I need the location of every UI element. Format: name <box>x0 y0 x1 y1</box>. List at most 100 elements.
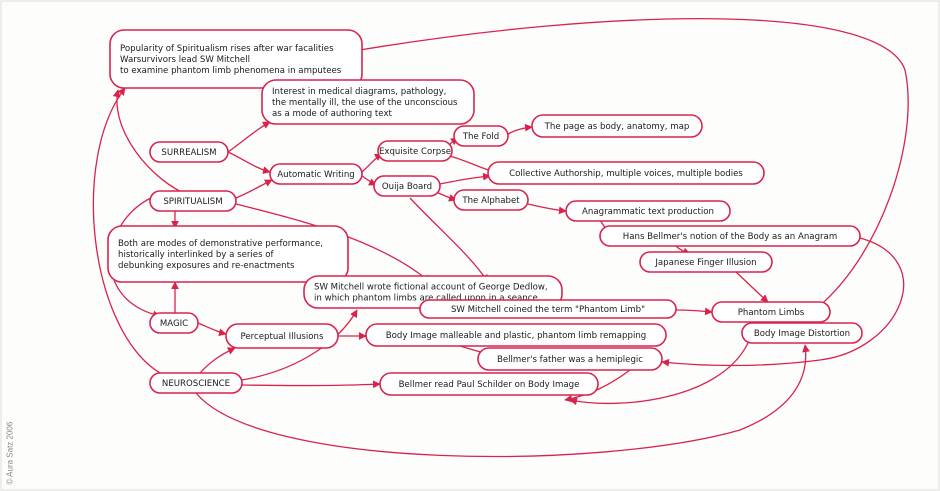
node-label: Bellmer read Paul Schilder on Body Image <box>399 380 580 390</box>
node-label: Ouija Board <box>382 182 432 192</box>
node-label: Body Image malleable and plastic, phanto… <box>386 331 646 341</box>
edge <box>112 89 191 197</box>
node-outline <box>107 225 349 283</box>
edge <box>527 203 567 215</box>
node-body-malleable: Body Image malleable and plastic, phanto… <box>365 323 667 347</box>
node-collective: Collective Authorship, multiple voices, … <box>487 161 765 185</box>
node-label: NEUROSCIENCE <box>162 379 230 389</box>
node-outline <box>149 190 237 212</box>
node-page-body: The page as body, anatomy, map <box>531 114 703 138</box>
edge <box>409 197 489 283</box>
node-hans-bellmer: Hans Bellmer's notion of the Body as an … <box>599 225 861 247</box>
node-label: Phantom Limbs <box>738 308 805 318</box>
node-automatic-writing: Automatic Writing <box>269 163 363 185</box>
node-outline <box>149 372 243 394</box>
node-label: to examine phantom limb phenomena in amp… <box>120 66 342 76</box>
node-outline <box>269 163 363 185</box>
node-label: the mentally ill, the use of the unconsc… <box>272 98 458 108</box>
node-neuroscience: NEUROSCIENCE <box>149 372 243 394</box>
edge <box>435 191 457 202</box>
node-outline <box>377 140 453 162</box>
edge <box>92 87 161 374</box>
node-label: MAGIC <box>160 319 188 329</box>
edge <box>197 322 227 337</box>
node-outline <box>365 323 667 347</box>
edge <box>227 151 271 174</box>
node-mitchell-coined: SW Mitchell coined the term "Phantom Lim… <box>419 299 677 319</box>
node-bellmer-father: Bellmer's father was a hemiplegic <box>477 347 663 371</box>
node-label: SURREALISM <box>161 148 216 158</box>
node-outline <box>711 301 831 323</box>
nodes: Popularity of Spiritualism rises after w… <box>107 29 863 396</box>
node-label: SPIRITUALISM <box>163 197 222 207</box>
node-both-modes: Both are modes of demonstrative performa… <box>107 225 349 283</box>
node-outline <box>379 372 599 396</box>
node-surrealism: SURREALISM <box>149 141 229 163</box>
node-outline <box>453 189 529 211</box>
edge <box>507 123 533 135</box>
copyright-text: © Aura Satz 2006 <box>5 421 15 485</box>
node-outline <box>373 175 441 197</box>
node-label: SW Mitchell coined the term "Phantom Lim… <box>451 305 645 315</box>
node-label: Anagrammatic text production <box>582 207 714 217</box>
node-label: Both are modes of demonstrative performa… <box>118 239 323 249</box>
node-label: in which phantom limbs are called upon i… <box>314 294 538 304</box>
node-label: Japanese Finger Illusion <box>654 258 756 268</box>
node-label: debunking exposures and re-enactments <box>118 261 295 271</box>
node-exquisite-corpse: Exquisite Corpse <box>377 140 453 162</box>
edge <box>439 172 491 185</box>
node-alphabet: The Alphabet <box>453 189 529 211</box>
node-outline <box>599 225 861 247</box>
node-label: Popularity of Spiritualism rises after w… <box>120 44 334 54</box>
edge <box>241 380 381 389</box>
node-label: Automatic Writing <box>277 170 355 180</box>
node-label: Interest in medical diagrams, pathology, <box>272 87 446 97</box>
node-outline <box>225 323 339 349</box>
node-outline <box>741 322 863 344</box>
node-label: Perceptual Illusions <box>241 332 325 342</box>
edge <box>675 307 713 316</box>
node-phantom-limbs: Phantom Limbs <box>711 301 831 323</box>
node-anagrammatic: Anagrammatic text production <box>565 200 731 222</box>
node-popularity: Popularity of Spiritualism rises after w… <box>109 29 363 89</box>
node-perceptual: Perceptual Illusions <box>225 323 339 349</box>
node-the-fold: The Fold <box>453 125 509 147</box>
edge <box>735 271 769 303</box>
edge <box>227 121 271 153</box>
node-outline <box>149 141 229 163</box>
node-label: The page as body, anatomy, map <box>544 122 690 132</box>
node-label: Bellmer's father was a hemiplegic <box>497 355 643 365</box>
edge <box>195 344 810 458</box>
node-outline <box>565 200 731 222</box>
node-label: The Alphabet <box>461 196 520 206</box>
edge <box>359 18 909 313</box>
node-label: as a mode of authoring text <box>272 109 393 119</box>
node-interest: Interest in medical diagrams, pathology,… <box>261 79 475 125</box>
node-outline <box>109 29 363 89</box>
node-bellmer-schilder: Bellmer read Paul Schilder on Body Image <box>379 372 599 396</box>
node-label: The Fold <box>462 132 499 142</box>
node-label: Body Image Distortion <box>754 329 850 339</box>
node-outline <box>639 251 773 273</box>
node-outline <box>261 79 475 125</box>
node-magic: MAGIC <box>149 312 199 334</box>
node-label: Hans Bellmer's notion of the Body as an … <box>623 232 837 242</box>
node-outline <box>531 114 703 138</box>
node-ouija-board: Ouija Board <box>373 175 441 197</box>
edge <box>199 347 236 374</box>
node-label: historically interlinked by a series of <box>118 250 275 260</box>
edge <box>235 179 273 199</box>
node-outline <box>487 161 765 185</box>
node-label: Warsurvivors lead SW Mitchell <box>120 55 250 65</box>
node-spiritualism: SPIRITUALISM <box>149 190 237 212</box>
node-label: Collective Authorship, multiple voices, … <box>509 169 743 179</box>
node-outline <box>477 347 663 371</box>
node-outline <box>419 299 677 319</box>
node-body-distortion: Body Image Distortion <box>741 322 863 344</box>
edge <box>241 309 358 381</box>
node-label: Exquisite Corpse <box>379 147 451 157</box>
node-label: SW Mitchell wrote fictional account of G… <box>314 283 548 293</box>
